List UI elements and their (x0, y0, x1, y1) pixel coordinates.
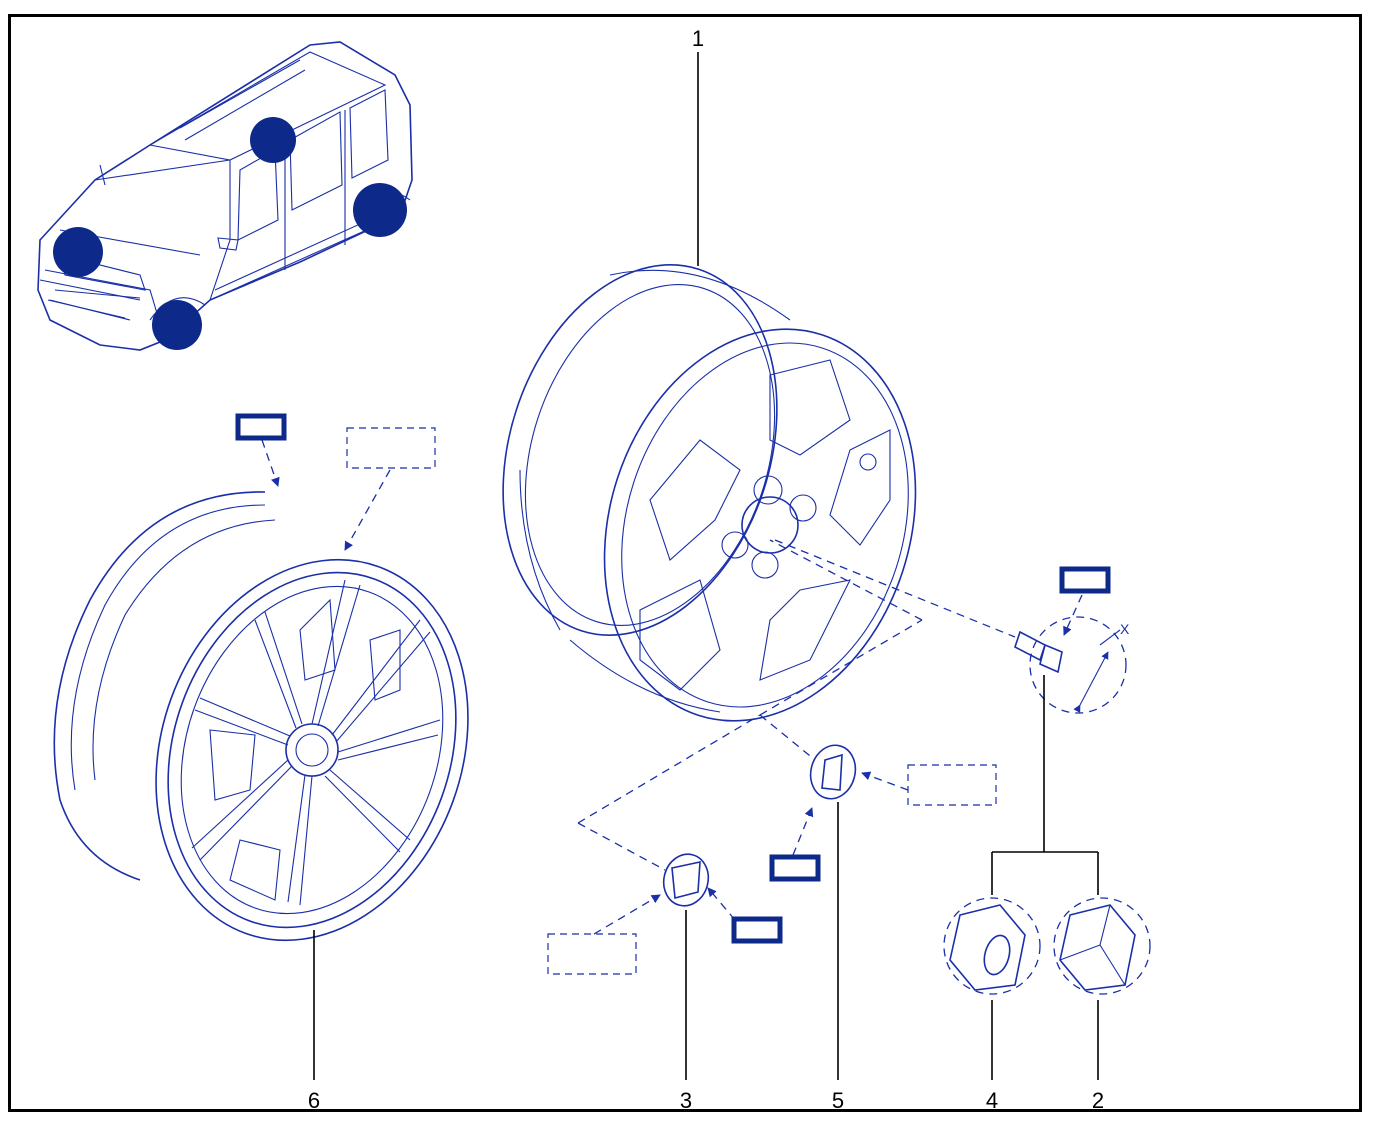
vehicle-locator-illustration (37, 41, 413, 351)
reference-box-cap-5 (907, 764, 997, 806)
callout-5: 5 (832, 1088, 844, 1113)
wheel-nut-4 (943, 897, 1041, 995)
assembly-line-envelope-right (769, 539, 923, 621)
location-marker-front-wheel (152, 300, 202, 350)
assembly-line-bolt (774, 539, 1016, 638)
location-marker-roof (250, 117, 296, 163)
diagram-frame (8, 14, 1362, 1112)
assembly-line-cap-3 (577, 822, 666, 871)
reference-box-cap-3 (547, 933, 637, 975)
assembly-line-envelope-bottom (577, 714, 761, 824)
center-cap-5 (809, 744, 857, 800)
torque-symbol-cap-5 (769, 854, 821, 882)
dimension-label: X (1120, 621, 1130, 637)
callout-4: 4 (986, 1088, 998, 1113)
location-marker-rear-wheel (353, 183, 407, 237)
location-marker-front-left (53, 227, 103, 277)
callout-6: 6 (308, 1088, 320, 1113)
torque-symbol-cap-3 (731, 916, 783, 944)
wheel-cap-2 (1053, 897, 1151, 995)
assembly-line-envelope-top (759, 619, 923, 716)
torque-symbol-bolt (1059, 566, 1111, 594)
torque-symbol-wheel-6 (235, 413, 287, 441)
callout-1: 1 (692, 26, 704, 51)
callout-3: 3 (680, 1088, 692, 1113)
callout-2: 2 (1092, 1088, 1104, 1113)
wheel-rim-1 (502, 264, 917, 722)
assembly-line-cap-5 (759, 714, 816, 761)
wheel-bolt: X (1014, 616, 1130, 714)
center-cap-3 (662, 853, 710, 907)
wheel-rim-6 (53, 491, 469, 942)
reference-box-wheel-6 (346, 427, 436, 469)
